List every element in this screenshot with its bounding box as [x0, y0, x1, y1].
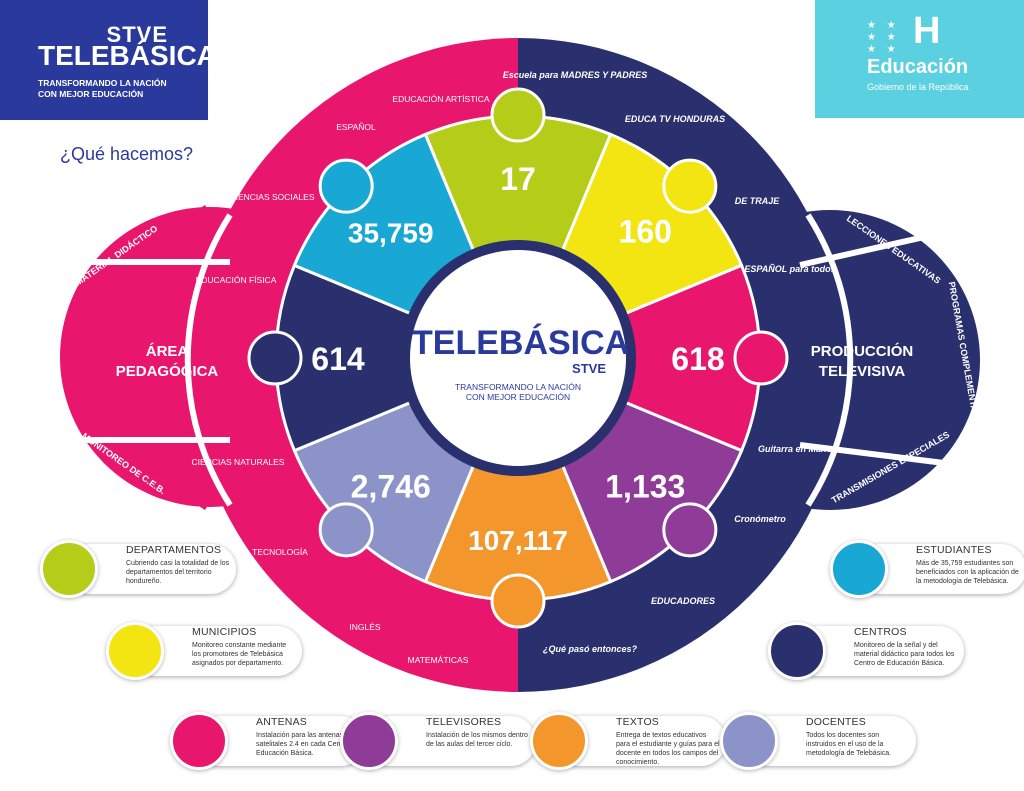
card-televisores: TELEVISORES Instalación de los mismos den… [340, 712, 538, 770]
television-icon [340, 712, 398, 770]
center-title: TELEBÁSICA [412, 324, 630, 362]
wheel-value-3: 1,133 [605, 468, 685, 504]
card-description: Monitoreo de la señal y del material did… [854, 642, 955, 667]
wheel-value-0: 17 [500, 161, 536, 197]
wheel-value-4: 107,117 [468, 525, 568, 556]
left-area-title: ÁREA PEDAGÓGICA [115, 343, 219, 380]
card-municipios: MUNICIPIOS Monitoreo constante mediante l… [106, 622, 304, 680]
program-label-1: EDUCA TV HONDURAS [625, 114, 725, 124]
right-inner-divider [805, 213, 854, 507]
department-map-icon [662, 158, 718, 214]
card-title: TELEVISORES [426, 716, 502, 728]
brand-large: TELEBÁSICA [38, 40, 217, 71]
program-label-4: Guitarra en Mano [758, 444, 833, 454]
card-title: ESTUDIANTES [916, 544, 992, 556]
satellite-antenna-icon [170, 712, 228, 770]
center-tagline-2: CON MEJOR EDUCACIÓN [465, 392, 571, 402]
card-docentes: DOCENTES Todos los docentes son instruido… [720, 712, 918, 770]
left-item-1: ELABORACIÓN DE GUIONES [49, 295, 60, 421]
books-icon [490, 573, 546, 629]
wheel-value-2: 618 [671, 341, 724, 377]
card-title: DEPARTAMENTOS [126, 544, 222, 556]
government-name: Gobierno de la República [867, 82, 969, 92]
brand-tagline: TRANSFORMANDO LA NACIÓN CON MEJOR EDUCAC… [38, 78, 167, 99]
ministry-mark: H [913, 10, 941, 52]
wheel-segments [274, 114, 762, 602]
honduras-map-icon [490, 87, 546, 143]
school-building-icon [247, 330, 303, 386]
card-description: Instalación para las antenas satelitales… [256, 732, 359, 757]
card-description: Entrega de textos educativos para el est… [616, 732, 720, 766]
brand-small: STVE [106, 22, 168, 47]
card-textos: TEXTOS Entrega de textos educativos para … [530, 712, 728, 770]
card-title: MUNICIPIOS [192, 626, 257, 638]
card-description: Más de 35,759 estudiantes son beneficiad… [916, 560, 1019, 585]
subject-label-3: EDUCACIÓN FÍSICA [196, 275, 277, 285]
television-icon [662, 502, 718, 558]
ministry-logo-block: ★ ★★ ★★ ★ H Educación Gobierno de la Rep… [815, 0, 1024, 118]
teachers-icon [318, 502, 374, 558]
card-estudiantes: ESTUDIANTES Más de 35,759 estudiantes son… [830, 540, 1024, 598]
subject-label-4: CIENCIAS NATURALES [192, 457, 285, 467]
card-title: TEXTOS [616, 716, 660, 728]
card-description: Monitoreo constante mediante los promoto… [192, 642, 287, 667]
left-inner-divider [184, 213, 233, 507]
subject-label-1: EDUCACIÓN ARTÍSTICA [392, 94, 489, 104]
wheel-value-7: 35,759 [348, 218, 434, 249]
question-heading: ¿Qué hacemos? [60, 144, 194, 164]
stars-icon: ★ ★★ ★★ ★ [867, 20, 900, 55]
teachers-icon [720, 712, 778, 770]
center-tagline-1: TRANSFORMANDO LA NACIÓN [454, 382, 582, 392]
card-title: DOCENTES [806, 716, 866, 728]
center-subtitle: STVE [572, 361, 606, 376]
wheel-value-1: 160 [619, 214, 672, 250]
card-title: CENTROS [854, 626, 907, 638]
honduras-map-icon [40, 540, 98, 598]
center-logo: TELEBÁSICA STVE TRANSFORMANDO LA NACIÓN … [412, 324, 630, 402]
card-description: Instalación de los mismos dentro de las … [426, 732, 528, 748]
program-label-7: ¿Qué pasó entonces? [543, 644, 638, 654]
subject-label-5: TECNOLOGÍA [252, 547, 308, 557]
subject-label-2: CIENCIAS SOCIALES [229, 192, 314, 202]
card-title: ANTENAS [256, 716, 307, 728]
satellite-antenna-icon [733, 330, 789, 386]
program-label-3: ESPAÑOL para todos [744, 264, 835, 274]
graduates-icon [830, 540, 888, 598]
ministry-name: Educación [867, 56, 969, 78]
subject-label-6: INGLÉS [349, 622, 381, 632]
card-departamentos: DEPARTAMENTOS Cubriendo casi la totalidad… [40, 540, 238, 598]
center-disc [410, 250, 626, 466]
right-area-title: PRODUCCIÓN TELEVISIVA [810, 343, 914, 380]
subject-label-0: ESPAÑOL [336, 122, 376, 132]
wheel-value-5: 2,746 [351, 468, 431, 504]
program-label-5: Cronómetro [734, 514, 786, 524]
program-label-2: DE TRAJE [735, 196, 781, 206]
program-label-6: EDUCADORES [651, 596, 715, 606]
card-description: Cubriendo casi la totalidad de los depar… [126, 560, 230, 585]
school-building-icon [768, 622, 826, 680]
department-map-icon [106, 622, 164, 680]
books-icon [530, 712, 588, 770]
card-centros: CENTROS Monitoreo de la señal y del mater… [768, 622, 966, 680]
telebasica-logo-block: STVE TELEBÁSICA TRANSFORMANDO LA NACIÓN … [0, 0, 217, 120]
card-description: Todos los docentes son instruidos en el … [806, 732, 892, 757]
card-antenas: ANTENAS Instalación para las antenas sate… [170, 712, 368, 770]
program-label-0: Escuela para MADRES Y PADRES [503, 70, 648, 80]
graduates-icon [318, 158, 374, 214]
subject-label-7: MATEMÁTICAS [408, 655, 469, 665]
wheel-value-6: 614 [311, 341, 365, 377]
